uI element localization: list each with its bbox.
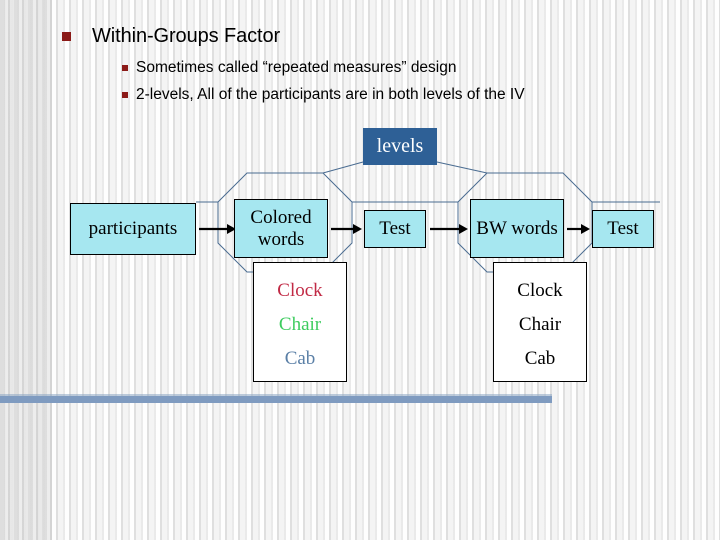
levels-label: levels: [376, 135, 424, 157]
levels-box: levels: [363, 128, 437, 165]
bullet-item-2-label: 2-levels, All of the participants are in…: [136, 86, 525, 103]
arrow-participants-to-colored: [199, 224, 236, 234]
bullet-item-1: Sometimes called “repeated measures” des…: [122, 57, 457, 78]
test-box-2: Test: [592, 210, 654, 248]
levels-branch-left: [322, 161, 364, 174]
arrow-bw-to-test2: [567, 224, 590, 234]
bullet-item-2: 2-levels, All of the participants are in…: [122, 84, 525, 105]
accent-bar: [0, 396, 552, 403]
word-item: Cab: [524, 348, 556, 369]
bw-words-label: BW words: [476, 217, 558, 239]
bullet-item-1-label: Sometimes called “repeated measures” des…: [136, 59, 457, 76]
word-item: Clock: [277, 280, 323, 301]
test-box-1: Test: [364, 210, 426, 248]
bullet-square-icon: [122, 65, 128, 71]
colored-words-label: Colored words: [250, 206, 312, 250]
participants-label: participants: [88, 218, 178, 239]
bullet-square-icon: [62, 32, 71, 41]
colored-words-box: Colored words: [234, 199, 328, 258]
arrow-test1-to-bw: [430, 224, 468, 234]
word-item: Chair: [518, 314, 562, 335]
levels-branch-right: [436, 161, 488, 174]
arrow-colored-to-test1: [331, 224, 362, 234]
word-item: Cab: [284, 348, 316, 369]
bw-word-list: Clock Chair Cab: [493, 262, 587, 382]
colored-word-list: Clock Chair Cab: [253, 262, 347, 382]
background-left-band: [0, 0, 52, 540]
slide-title-row: Within-Groups Factor: [62, 24, 280, 48]
test-1-label: Test: [379, 218, 411, 239]
participants-box: participants: [70, 203, 196, 255]
test-2-label: Test: [607, 218, 639, 239]
bw-words-box: BW words: [470, 199, 564, 258]
word-item: Clock: [517, 280, 563, 301]
word-item: Chair: [278, 314, 322, 335]
bullet-square-icon: [122, 92, 128, 98]
accent-bar-shade: [0, 394, 552, 396]
page-title: Within-Groups Factor: [92, 25, 281, 47]
